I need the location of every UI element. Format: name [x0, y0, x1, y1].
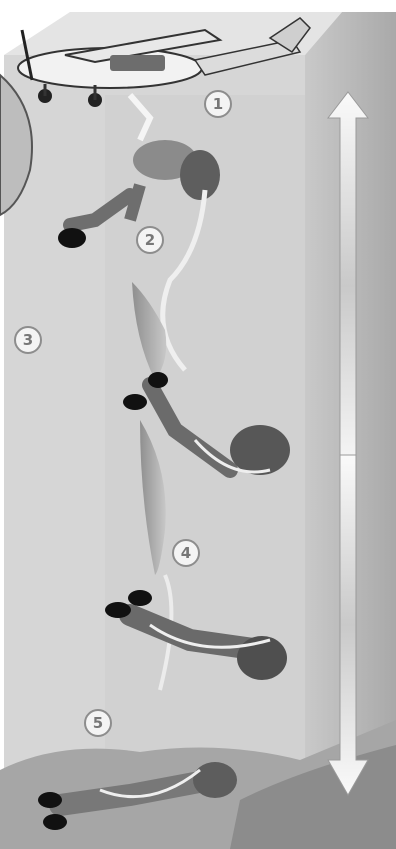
- step-badge-3: 3: [15, 327, 41, 353]
- step-number-1: 1: [213, 95, 223, 113]
- step-number-3: 3: [23, 331, 33, 349]
- step-badge-1: 1: [205, 91, 231, 117]
- step-number-2: 2: [145, 231, 155, 249]
- step-badge-4: 4: [173, 540, 199, 566]
- step-badge-2: 2: [137, 227, 163, 253]
- step-badge-5: 5: [85, 710, 111, 736]
- step-number-4: 4: [181, 544, 191, 562]
- step-number-5: 5: [93, 714, 103, 732]
